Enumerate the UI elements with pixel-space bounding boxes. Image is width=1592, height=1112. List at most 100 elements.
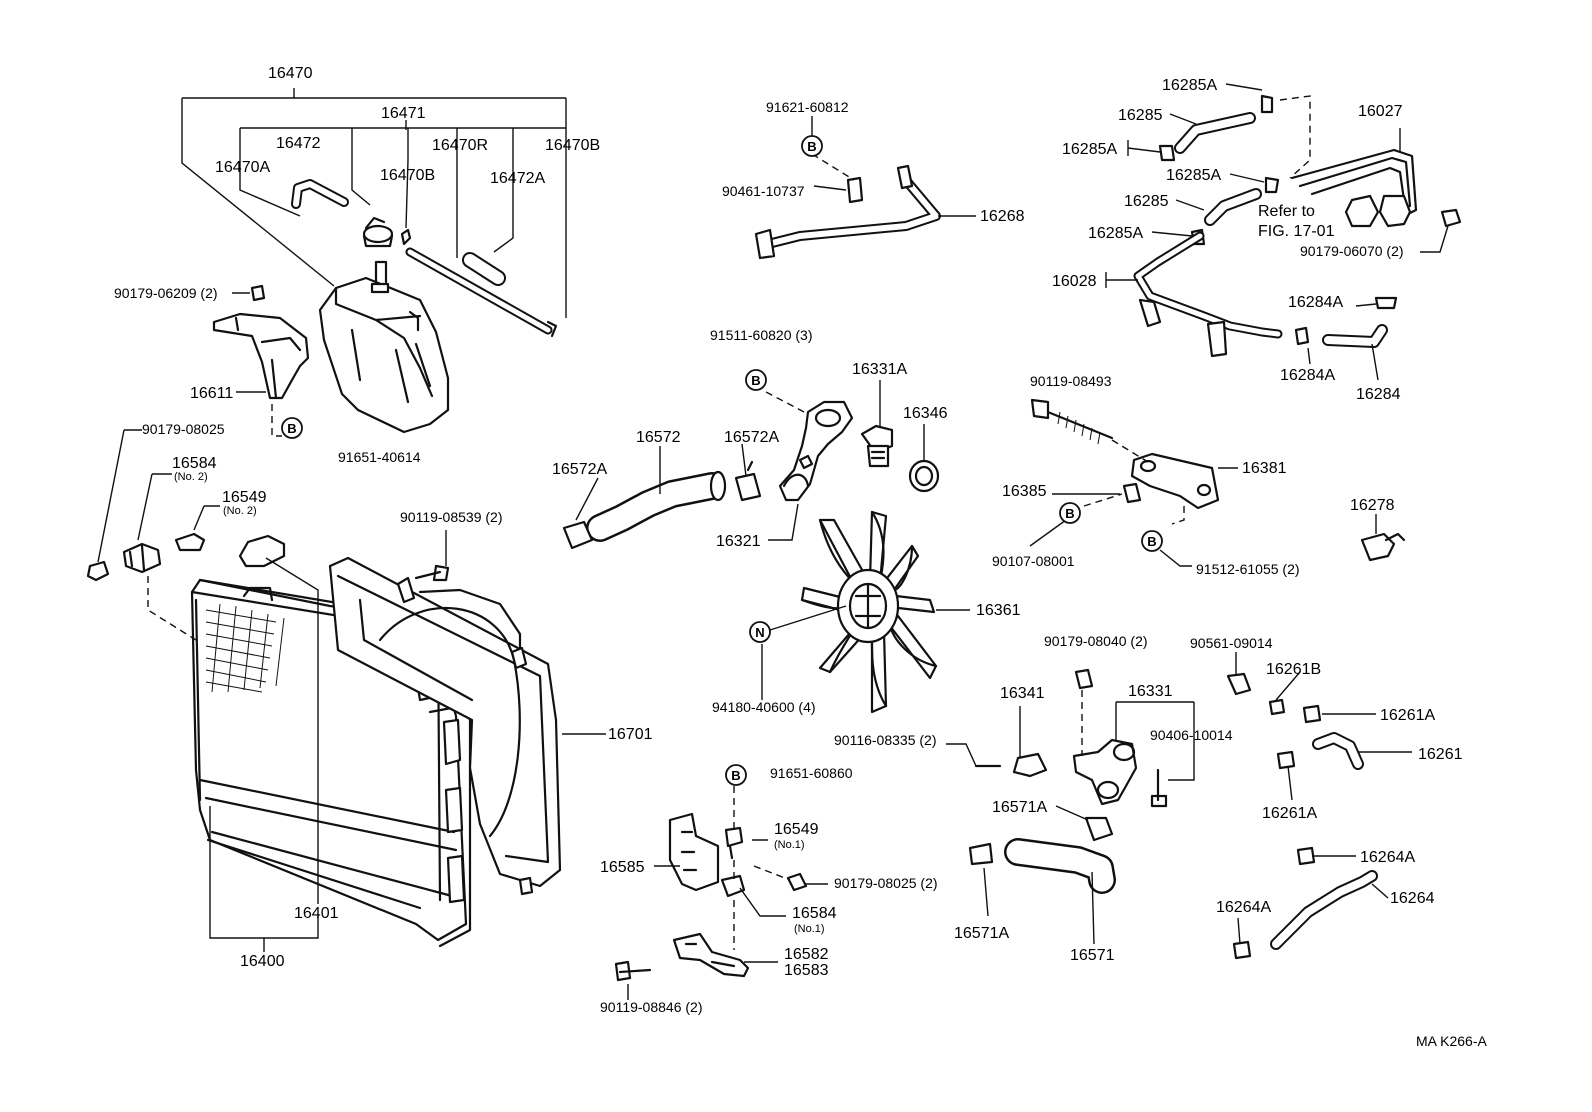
label-16571A-b: 16571A <box>954 925 1009 942</box>
label-90406-10014: 90406-10014 <box>1150 727 1233 743</box>
label-16572A-a: 16572A <box>724 429 779 446</box>
label-16701: 16701 <box>608 726 653 743</box>
water-outlet <box>778 400 854 502</box>
grommet-90179-06070 <box>1440 208 1462 228</box>
radiator-cap <box>238 534 286 602</box>
clamp-16285A-2 <box>1158 144 1176 162</box>
refer-note-line1: Refer to <box>1258 203 1315 220</box>
label-90179-06209: 90179-06209 (2) <box>114 285 218 301</box>
washer-16584 <box>720 874 746 898</box>
label-90561-09014: 90561-09014 <box>1190 635 1273 651</box>
b-symbol-markers: B B B B B B <box>281 135 1163 786</box>
label-16028: 16028 <box>1052 273 1097 290</box>
label-16571A-a: 16571A <box>992 799 1047 816</box>
fan-bracket-group <box>1029 398 1406 567</box>
clamp-16264A-a <box>1296 846 1316 866</box>
inlet-gasket <box>1012 752 1048 778</box>
label-16346: 16346 <box>903 405 948 422</box>
hose-clamp <box>400 228 412 246</box>
gasket-left <box>1344 194 1380 228</box>
label-16284A-a: 16284A <box>1288 294 1343 311</box>
label-16284A-b: 16284A <box>1280 367 1335 384</box>
clamp-16261A-b <box>1276 750 1296 770</box>
label-16470B-b: 16470B <box>380 167 435 184</box>
label-16470A: 16470A <box>215 159 270 176</box>
thermostat-gasket <box>908 459 940 493</box>
label-16583: 16583 <box>784 962 829 979</box>
label-16285A-4: 16285A <box>1088 225 1143 242</box>
label-16582: 16582 <box>784 946 829 963</box>
label-90179-08025-a: 90179-08025 <box>142 421 225 437</box>
label-16549-a-sub: (No. 2) <box>223 505 257 517</box>
label-16264A-a: 16264A <box>1360 849 1415 866</box>
label-16470B-a: 16470B <box>545 137 600 154</box>
union-16261B <box>1268 698 1286 716</box>
label-16572A-b: 16572A <box>552 461 607 478</box>
label-91651-40614: 91651-40614 <box>338 449 421 465</box>
clamp-16264A-b <box>1232 940 1252 960</box>
label-94180-40600: 94180-40600 (4) <box>712 699 816 715</box>
bolt-90406 <box>1150 768 1168 808</box>
drain-grommet <box>86 560 110 582</box>
label-90179-08040: 90179-08040 (2) <box>1044 633 1148 649</box>
upper-hose-group <box>562 380 940 550</box>
label-16361: 16361 <box>976 602 1021 619</box>
svg-text:B: B <box>807 139 816 154</box>
label-90119-08539: 90119-08539 (2) <box>400 509 502 525</box>
label-16264A-b: 16264A <box>1216 899 1271 916</box>
fan-shroud <box>328 556 562 896</box>
hose-clamp-right <box>734 472 762 502</box>
label-16331: 16331 <box>1128 683 1173 700</box>
water-inlet <box>1072 738 1138 806</box>
label-16261B: 16261B <box>1266 661 1321 678</box>
label-16284: 16284 <box>1356 386 1401 403</box>
label-90179-08025-b: 90179-08025 (2) <box>834 875 938 891</box>
bolt-icon <box>414 564 450 582</box>
reservoir-tank-group <box>181 88 567 437</box>
thermostat <box>860 424 894 468</box>
label-90116-08335: 90116-08335 (2) <box>834 732 936 748</box>
label-16472A: 16472A <box>490 170 545 187</box>
label-16472: 16472 <box>276 135 321 152</box>
stud-16385 <box>1122 482 1142 504</box>
svg-text:N: N <box>755 625 764 640</box>
label-16470R: 16470R <box>432 137 488 154</box>
label-16585: 16585 <box>600 859 645 876</box>
label-90107-08001: 90107-08001 <box>992 553 1075 569</box>
radiator-fins <box>205 603 285 693</box>
label-90461-10737: 90461-10737 <box>722 183 805 199</box>
part-labels: 16470 16471 16472 16470R 16470B 16470A 1… <box>114 65 1487 1049</box>
svg-text:B: B <box>1065 506 1074 521</box>
label-16572: 16572 <box>636 429 681 446</box>
cushion-90179-08040 <box>1074 668 1094 690</box>
heater-pipe-group <box>1105 83 1462 381</box>
grommet-icon <box>250 284 266 302</box>
clamp-16571A-b <box>968 842 994 866</box>
label-16549-b-sub: (No.1) <box>774 839 805 851</box>
lower-bracket-group <box>614 786 828 1000</box>
reservoir-tank <box>318 260 450 434</box>
label-16381: 16381 <box>1242 460 1287 477</box>
water-inlet-group <box>946 652 1412 960</box>
label-16471: 16471 <box>381 105 426 122</box>
label-16341: 16341 <box>1000 685 1045 702</box>
label-16261: 16261 <box>1418 746 1463 763</box>
drain-plug <box>174 532 206 552</box>
svg-text:B: B <box>731 768 740 783</box>
label-16611: 16611 <box>190 385 233 402</box>
label-16264: 16264 <box>1390 890 1435 907</box>
clamp-16261A-a <box>1302 704 1322 724</box>
label-16321: 16321 <box>716 533 761 550</box>
label-16261A-b: 16261A <box>1262 805 1317 822</box>
svg-text:B: B <box>751 373 760 388</box>
label-16584-a: 16584 <box>172 455 217 472</box>
label-16571: 16571 <box>1070 947 1115 964</box>
svg-text:B: B <box>287 421 296 436</box>
hose-clamp-left <box>562 520 594 550</box>
label-16549-b: 16549 <box>774 821 819 838</box>
bolt-90119-08846 <box>614 960 652 982</box>
cooling-fan <box>761 510 970 714</box>
label-91511-60820: 91511-60820 (3) <box>710 327 812 343</box>
clamp-16284A-bottom <box>1294 326 1310 346</box>
